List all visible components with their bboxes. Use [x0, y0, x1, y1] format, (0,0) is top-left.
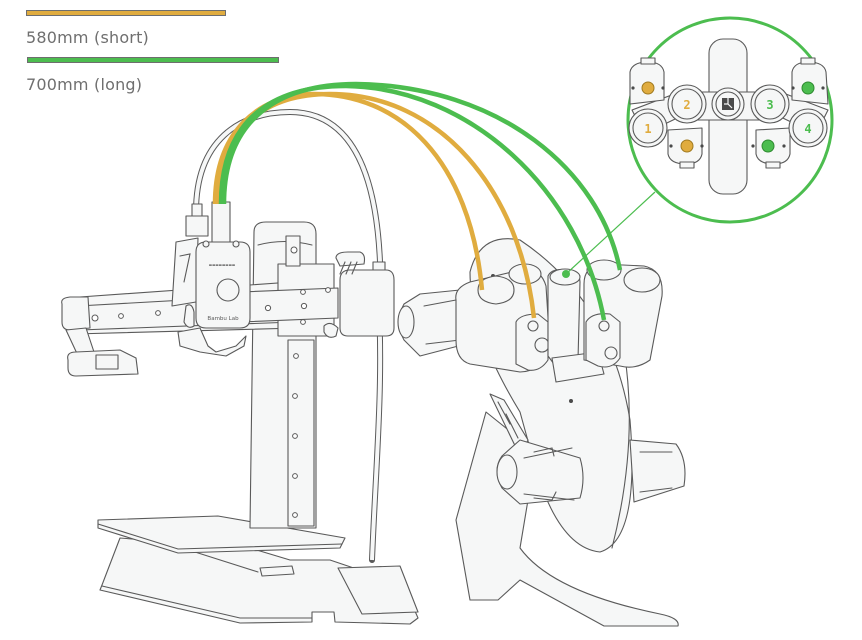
legend-swatch-short: [26, 10, 226, 16]
slot-number-2: 2: [683, 98, 690, 112]
slot-pod-4: [791, 57, 829, 105]
slot-pod-1: [629, 57, 665, 105]
tube-long-4: [221, 81, 623, 271]
svg-text:▬▬▬▬▬▬▬▬: ▬▬▬▬▬▬▬▬: [209, 263, 235, 267]
feeder-unit-left: [455, 263, 551, 373]
tube-long-3: [218, 83, 607, 321]
legend-label-long: 700mm (long): [26, 75, 143, 94]
slot-dial-2: 2: [667, 84, 707, 124]
spool-holder-front: [496, 439, 584, 505]
toolhead: ▬▬▬▬▬▬▬▬ Bambu Lab: [171, 201, 251, 357]
feeder-top-view-callout: 1 2 3 4: [626, 16, 834, 224]
callout-leader-line: [565, 191, 656, 275]
printer-base: [99, 537, 419, 625]
legend-label-short: 580mm (short): [26, 28, 149, 47]
spool-holder-rear: [629, 439, 686, 503]
slot-dial-4: 4: [788, 108, 828, 148]
filament-tubes: [212, 81, 623, 321]
slot-dial-1: 1: [628, 108, 668, 148]
cable-box: [323, 251, 395, 338]
slot-number-4: 4: [804, 122, 811, 136]
slot-pod-2: [667, 127, 704, 169]
z-carriage: [239, 235, 339, 337]
slot-number-1: 1: [644, 122, 651, 136]
toolhead-brand-label: Bambu Lab: [207, 316, 239, 322]
feeder-unit-right: [583, 259, 663, 368]
slot-dial-3: 3: [750, 84, 790, 124]
slot-number-3: 3: [766, 98, 773, 112]
slot-pod-3: [751, 127, 791, 169]
print-bed: [97, 515, 346, 554]
callout-anchor-dot: [562, 270, 570, 278]
slot-dial-hub: [711, 87, 745, 121]
legend-swatch-long: [27, 57, 279, 63]
